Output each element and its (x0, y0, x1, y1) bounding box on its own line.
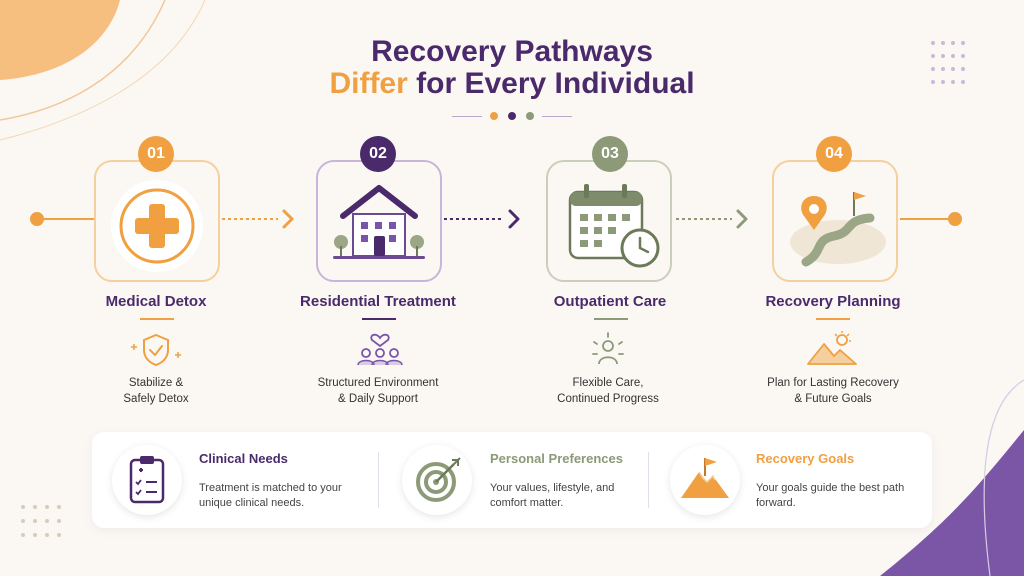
factor-description: Your values, lifestyle, and comfort matt… (490, 481, 660, 511)
map-path-icon (790, 192, 886, 267)
title-line-2: Differ for Every Individual (0, 68, 1024, 100)
panel-separator (378, 452, 379, 508)
factor-description: Your goals guide the best path forward. (756, 481, 926, 511)
step-desc-line-1: Stabilize & (128, 377, 184, 389)
dot-grid-top-right (931, 41, 965, 84)
mountain-flag-icon (681, 458, 729, 498)
title-accent-word: Differ (329, 67, 408, 100)
step-desc-line-2: Safely Detox (123, 393, 189, 405)
step-description: Flexible Care, Continued Progress (508, 375, 708, 407)
divider-dot-orange (490, 112, 498, 120)
factor-text-line-2: unique clinical needs. (199, 497, 305, 509)
factor-text-line-1: Your values, lifestyle, and (490, 482, 615, 494)
corner-decoration-bottom-right (880, 379, 1024, 576)
step-number-badge: 03 (592, 136, 628, 172)
dot-grid-bottom-left (21, 505, 61, 537)
medical-cross-icon (111, 180, 203, 272)
group-heart-icon (357, 333, 403, 366)
step-title-underline (816, 318, 850, 320)
target-icon (416, 457, 461, 502)
step-desc-line-1: Structured Environment (317, 377, 439, 389)
step-number-badge: 04 (816, 136, 852, 172)
title-divider-left (452, 116, 482, 117)
clipboard-icon (129, 456, 165, 504)
divider-dot-purple (508, 112, 516, 120)
title-line-1: Recovery Pathways (371, 35, 653, 68)
step-title-underline (594, 318, 628, 320)
factor-text-line-1: Your goals guide the best path (756, 482, 905, 494)
factor-title: Clinical Needs (199, 451, 288, 466)
calendar-clock-icon (568, 184, 660, 268)
title-divider-right (542, 116, 572, 117)
panel-separator (648, 452, 649, 508)
mountain-sun-icon (807, 331, 857, 365)
step-description: Stabilize & Safely Detox (56, 375, 256, 407)
shield-check-icon (131, 333, 181, 367)
person-icon (592, 332, 624, 365)
step-desc-line-1: Flexible Care, (572, 377, 644, 389)
page-title: Recovery Pathways Differ for Every Indiv… (0, 36, 1024, 100)
house-icon (333, 185, 425, 259)
step-description: Plan for Lasting Recovery & Future Goals (733, 375, 933, 407)
step-desc-line-2: Continued Progress (557, 393, 659, 405)
step-title: Outpatient Care (553, 293, 667, 310)
divider-dot-sage (526, 112, 534, 120)
factor-text-line-2: comfort matter. (490, 497, 564, 509)
step-title-underline (362, 318, 396, 320)
step-number-badge: 02 (360, 136, 396, 172)
factor-text-line-1: Treatment is matched to your (199, 482, 342, 494)
corner-decoration-top-left (0, 0, 206, 141)
step-description: Structured Environment & Daily Support (278, 375, 478, 407)
step-title-underline (140, 318, 174, 320)
title-rest: for Every Individual (407, 67, 695, 100)
step-title: Medical Detox (105, 293, 207, 310)
timeline-connectors (30, 209, 962, 229)
step-desc-line-2: & Future Goals (794, 393, 872, 405)
step-title: Recovery Planning (765, 293, 901, 310)
factor-text-line-2: forward. (756, 497, 796, 509)
factor-description: Treatment is matched to your unique clin… (199, 481, 369, 511)
factors-panel: Clinical Needs Treatment is matched to y… (92, 432, 932, 528)
step-desc-line-2: & Daily Support (338, 393, 418, 405)
factor-title: Personal Preferences (490, 451, 623, 466)
step-number-badge: 01 (138, 136, 174, 172)
factor-title: Recovery Goals (756, 451, 855, 466)
step-title: Residential Treatment (300, 293, 456, 310)
step-desc-line-1: Plan for Lasting Recovery (767, 377, 899, 389)
